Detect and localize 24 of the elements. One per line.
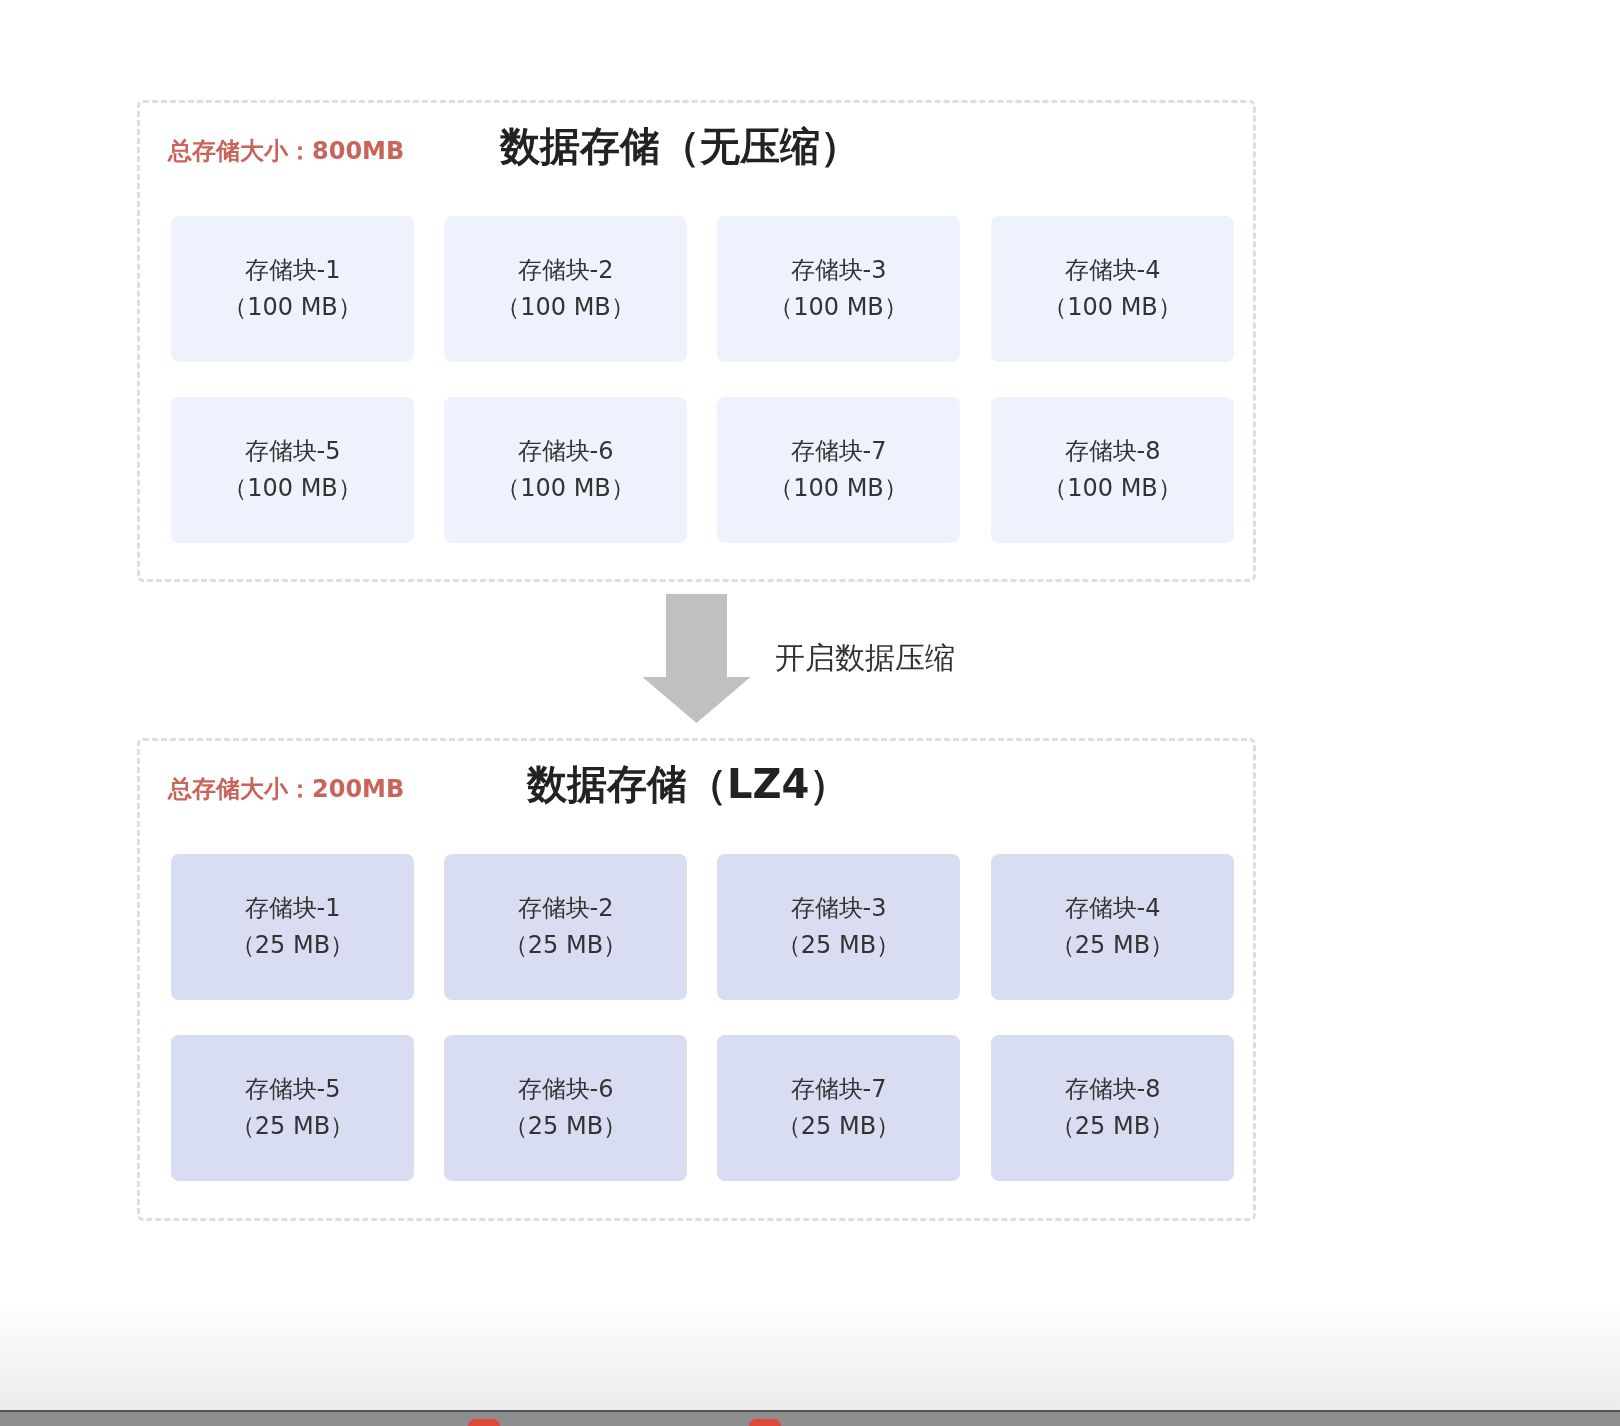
storage-block: 存储块-8 （100 MB）	[991, 397, 1234, 543]
total-size-label: 总存储大小：800MB	[168, 136, 405, 167]
storage-block: 存储块-8 （25 MB）	[991, 1035, 1234, 1181]
group-title: 数据存储（无压缩）	[500, 122, 860, 171]
storage-block: 存储块-1 （100 MB）	[171, 216, 414, 362]
storage-block: 存储块-3 （100 MB）	[717, 216, 960, 362]
storage-block: 存储块-7 （25 MB）	[717, 1035, 960, 1181]
storage-block: 存储块-7 （100 MB）	[717, 397, 960, 543]
storage-block: 存储块-6 （25 MB）	[444, 1035, 687, 1181]
storage-block: 存储块-1 （25 MB）	[171, 854, 414, 1000]
storage-block: 存储块-2 （25 MB）	[444, 854, 687, 1000]
group-title: 数据存储（LZ4）	[527, 760, 850, 809]
storage-block: 存储块-5 （100 MB）	[171, 397, 414, 543]
storage-block: 存储块-4 （25 MB）	[991, 854, 1234, 1000]
storage-block: 存储块-5 （25 MB）	[171, 1035, 414, 1181]
block-arrow	[642, 594, 751, 723]
edge-label: 开启数据压缩	[774, 638, 955, 677]
total-size-label: 总存储大小：200MB	[168, 774, 405, 805]
group-frame	[137, 738, 1256, 1221]
storage-block: 存储块-6 （100 MB）	[444, 397, 687, 543]
storage-block: 存储块-3 （25 MB）	[717, 854, 960, 1000]
group-frame	[137, 100, 1256, 582]
storage-block: 存储块-2 （100 MB）	[444, 216, 687, 362]
storage-block: 存储块-4 （100 MB）	[991, 216, 1234, 362]
